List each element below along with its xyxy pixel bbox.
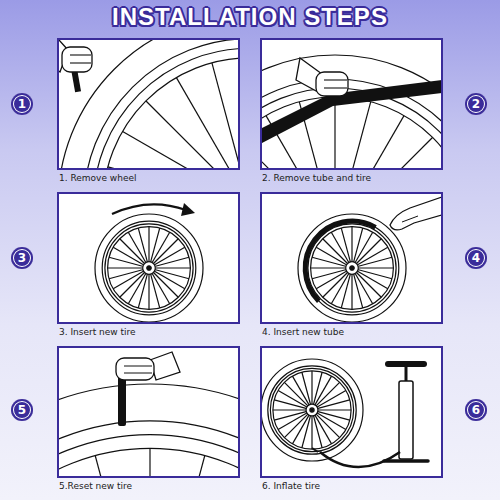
step-panel: 3. Insert new tire — [57, 192, 240, 338]
inflate-tire-art — [261, 359, 428, 467]
step-panel: 4. Insert new tube — [260, 192, 443, 338]
step-number-circle: 5 — [11, 399, 33, 421]
step-caption: 4. Insert new tube — [260, 326, 443, 338]
callout-number: 3 — [18, 247, 26, 269]
callout-number: 2 — [472, 93, 480, 115]
step-number-circle: 3 — [11, 247, 33, 269]
panel-frame — [260, 192, 443, 324]
insert-tire-art — [95, 203, 203, 322]
step-number-circle: 6 — [465, 399, 487, 421]
page-title: INSTALLATION STEPS — [0, 2, 500, 32]
panel-frame — [260, 346, 443, 478]
step-caption: 1. Remove wheel — [57, 172, 240, 184]
step-number-circle: 4 — [465, 247, 487, 269]
step-caption: 3. Insert new tire — [57, 326, 240, 338]
step-panel: 2. Remove tube and tire — [260, 38, 443, 184]
insert-tube-art — [298, 196, 443, 322]
reset-tire-art — [57, 352, 240, 478]
step-caption: 2. Remove tube and tire — [260, 172, 443, 184]
callout-number: 5 — [18, 399, 26, 421]
remove-wheel-art — [57, 38, 240, 170]
step-number-circle: 2 — [465, 93, 487, 115]
step-panel: 1. Remove wheel — [57, 38, 240, 184]
panel-frame — [57, 192, 240, 324]
callout-number: 4 — [472, 247, 480, 269]
step-panel: 5.Reset new tire — [57, 346, 240, 492]
step-panel: 6. Inflate tire — [260, 346, 443, 492]
panel-frame — [57, 38, 240, 170]
panel-frame — [57, 346, 240, 478]
step-number-circle: 1 — [11, 93, 33, 115]
callout-number: 1 — [18, 93, 26, 115]
step-caption: 5.Reset new tire — [57, 480, 240, 492]
step-caption: 6. Inflate tire — [260, 480, 443, 492]
panel-frame — [260, 38, 443, 170]
remove-tube-art — [260, 55, 443, 170]
callout-number: 6 — [472, 399, 480, 421]
